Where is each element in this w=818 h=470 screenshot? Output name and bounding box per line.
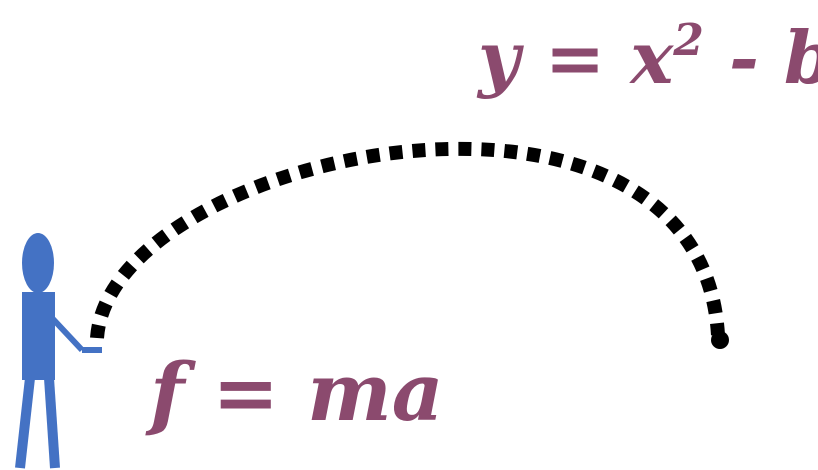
force-equation: f = ma <box>150 345 444 439</box>
equation-exponent: 2 <box>673 15 704 66</box>
person-torso <box>22 292 55 380</box>
equation-rest: - b <box>728 15 818 100</box>
equation-base: x <box>630 15 674 100</box>
person-head <box>22 233 54 293</box>
person-left-leg <box>15 377 35 469</box>
person-arm <box>49 315 85 353</box>
ball-icon <box>711 331 729 349</box>
equation-lhs: y <box>478 15 520 100</box>
stick-figure-person-icon <box>15 233 102 469</box>
equation-equals: = <box>519 15 631 100</box>
person-right-leg <box>44 377 60 469</box>
trajectory-arc <box>90 141 725 339</box>
trajectory-equation: y = x2 - b <box>478 19 818 94</box>
